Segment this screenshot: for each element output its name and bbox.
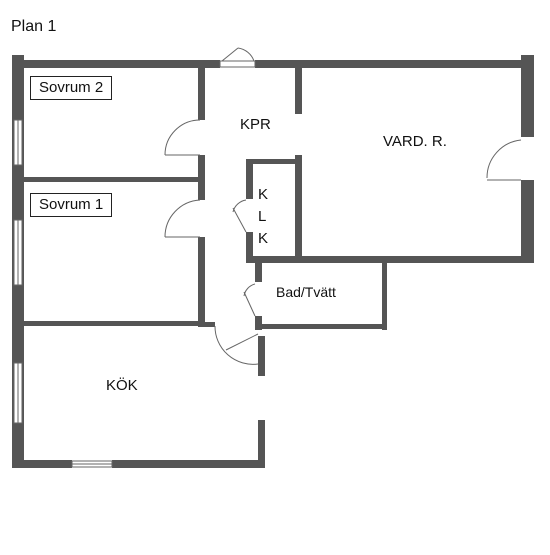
door-sovrum1-swing	[164, 199, 201, 238]
door-sovrum2-swing	[164, 119, 201, 156]
room-label-kpr: KPR	[240, 116, 271, 133]
door-vard-swing	[486, 139, 522, 179]
wall-living-right-bottom	[521, 180, 534, 262]
plan-title: Plan 1	[11, 18, 57, 35]
wall-sovrum2-bottom	[24, 177, 200, 182]
door-klk-leaf	[232, 207, 247, 233]
wall-klk-top	[246, 159, 302, 164]
wall-klk-bottom	[246, 256, 302, 263]
doors	[164, 47, 522, 365]
door-klk-swing	[232, 199, 247, 213]
room-label-kok: KÖK	[106, 377, 138, 394]
wall-kitchen-top-stub	[205, 322, 215, 327]
wall-sovrum1-bottom	[24, 321, 200, 326]
room-label-sovrum2: Sovrum 2	[30, 76, 113, 100]
wall-sovrum1-right	[198, 237, 205, 327]
wall-klk-left-top	[246, 159, 253, 199]
wall-living-right-top	[521, 55, 534, 137]
window-entrance	[219, 60, 256, 68]
wall-living-left-top	[295, 68, 302, 114]
door-kok-leaf	[225, 333, 259, 351]
door-kok-swing	[214, 325, 259, 365]
wall-bath-bottom	[255, 324, 387, 329]
wall-bottom-right	[112, 460, 265, 468]
room-label-klk-3: K	[258, 230, 269, 247]
wall-sovrum2-right-top	[198, 68, 205, 120]
wall-bottom-left	[12, 460, 72, 468]
wall-top-right	[255, 60, 534, 68]
door-bath-swing	[243, 283, 256, 297]
door-entrance-leaf	[221, 47, 239, 62]
room-label-klk-2: L	[258, 208, 267, 225]
wall-bath-left-bottom	[255, 316, 262, 330]
door-entrance-swing	[237, 47, 255, 62]
room-label-bad: Bad/Tvätt	[276, 284, 336, 300]
wall-living-left-bottom	[295, 155, 302, 260]
room-label-klk-1: K	[258, 186, 269, 203]
wall-kitchen-partition	[258, 336, 265, 376]
wall-top-left	[12, 60, 220, 68]
wall-bath-right	[382, 258, 387, 330]
wall-klk-left-bottom	[246, 232, 253, 262]
wall-living-bottom	[295, 256, 534, 263]
wall-kitchen-right	[258, 420, 265, 468]
wall-sovrum2-right-bottom	[198, 155, 205, 200]
wall-bath-left-top	[255, 258, 262, 282]
room-label-vard: VARD. R.	[383, 133, 447, 150]
walls	[12, 55, 534, 468]
windows	[13, 60, 256, 468]
room-label-sovrum1: Sovrum 1	[30, 193, 113, 217]
door-bath-leaf	[243, 291, 256, 317]
